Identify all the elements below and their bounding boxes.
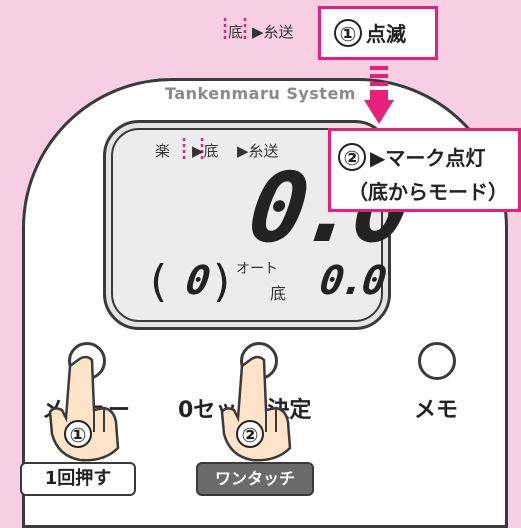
memo-button-label: メモ xyxy=(414,398,459,423)
callout-mark-on-text: ▶マーク点灯 xyxy=(370,146,486,170)
brand-label: Tankenmaru System xyxy=(165,84,356,103)
lcd-bottom-marker: ▶底 xyxy=(192,142,219,160)
lcd-auto-label: オート xyxy=(236,261,278,277)
lcd-bottom-label: 底 xyxy=(270,284,287,303)
lcd-send-marker: ▶糸送 xyxy=(237,142,279,160)
instruction-illustration: Tankenmaru System 楽 ▶底 ▶糸送 0.0 ( 0 ) オート… xyxy=(20,6,521,528)
top-blink-burst-icon xyxy=(223,18,247,42)
lcd-paren-close: ) xyxy=(213,256,231,307)
callout-blink-text: 点滅 xyxy=(366,22,406,46)
callout-mark-on-line2: （底からモード） xyxy=(348,180,508,204)
press-once-tag: 1回押す xyxy=(20,462,136,496)
callout-mark-on-line1: ②▶マーク点灯 xyxy=(338,142,485,171)
top-bottom-indicator: 底 xyxy=(228,23,244,41)
memo-button[interactable] xyxy=(418,342,456,380)
blink-burst-icon xyxy=(182,138,204,160)
hand-right-step-number: ② xyxy=(236,420,264,448)
callout-mark-on xyxy=(328,128,521,212)
down-arrow-icon xyxy=(364,66,394,124)
lcd-sub-value: 0.0 xyxy=(316,258,387,304)
lcd-paren-open: ( xyxy=(150,256,168,307)
hand-left-step: ① xyxy=(64,420,96,448)
callout-blink xyxy=(318,6,438,60)
lcd-raku-label: 楽 xyxy=(155,142,171,160)
top-send-indicator: ▶糸送 xyxy=(252,23,294,41)
step2-number: ② xyxy=(338,142,366,171)
step1-number: ① xyxy=(334,18,362,47)
hand-right-step: ② xyxy=(236,420,268,448)
hand-left-step-number: ① xyxy=(64,420,92,448)
one-touch-tag: ワンタッチ xyxy=(196,462,314,496)
